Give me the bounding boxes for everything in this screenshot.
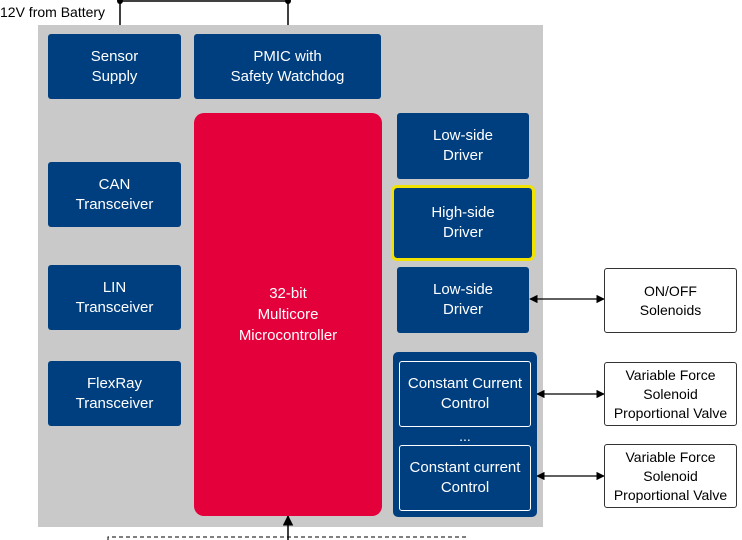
sensor-supply-label: Sensor Supply	[90, 47, 139, 85]
variable-force-solenoid-box-2: Variable Force Solenoid Proportional Val…	[604, 444, 737, 508]
microcontroller-label: 32-bit Multicore Microcontroller	[238, 285, 338, 344]
variable-force-solenoid-label-2: Variable Force Solenoid Proportional Val…	[613, 448, 728, 503]
high-side-driver-label: High-side Driver	[431, 204, 495, 241]
dashed-bottom-box	[107, 536, 467, 540]
constant-current-control-block-2: Constant current Control	[399, 445, 531, 511]
sensor-supply-block: Sensor Supply	[48, 34, 181, 99]
lin-transceiver-label: LIN Transceiver	[75, 278, 154, 316]
microcontroller-block: 32-bit Multicore Microcontroller	[194, 113, 382, 516]
high-side-driver-block: High-side Driver	[391, 185, 535, 261]
power-node-sensor	[117, 0, 123, 4]
low-side-driver-block-1: Low-side Driver	[397, 113, 529, 179]
power-node-pmic	[285, 0, 291, 4]
constant-current-control-label-1: Constant Current Control	[407, 375, 523, 412]
onoff-solenoids-label: ON/OFF Solenoids	[639, 282, 702, 318]
variable-force-solenoid-label-1: Variable Force Solenoid Proportional Val…	[613, 366, 728, 421]
flexray-transceiver-block: FlexRay Transceiver	[48, 361, 181, 426]
ellipsis-label: ...	[459, 428, 471, 444]
lin-transceiver-block: LIN Transceiver	[48, 265, 181, 330]
can-transceiver-block: CAN Transceiver	[48, 162, 181, 227]
low-side-driver-label-1: Low-side Driver	[432, 127, 494, 164]
low-side-driver-label-2: Low-side Driver	[432, 281, 494, 318]
pmic-block: PMIC with Safety Watchdog	[194, 34, 381, 99]
low-side-driver-block-2: Low-side Driver	[397, 267, 529, 333]
battery-supply-label: 12V from Battery	[0, 4, 106, 20]
variable-force-solenoid-box-1: Variable Force Solenoid Proportional Val…	[604, 362, 737, 426]
constant-current-control-block-1: Constant Current Control	[399, 361, 531, 427]
constant-current-control-label-2: Constant current Control	[409, 459, 521, 496]
can-transceiver-label: CAN Transceiver	[75, 175, 154, 213]
flexray-transceiver-label: FlexRay Transceiver	[75, 374, 154, 412]
pmic-label: PMIC with Safety Watchdog	[230, 47, 345, 85]
onoff-solenoids-box: ON/OFF Solenoids	[604, 268, 737, 333]
